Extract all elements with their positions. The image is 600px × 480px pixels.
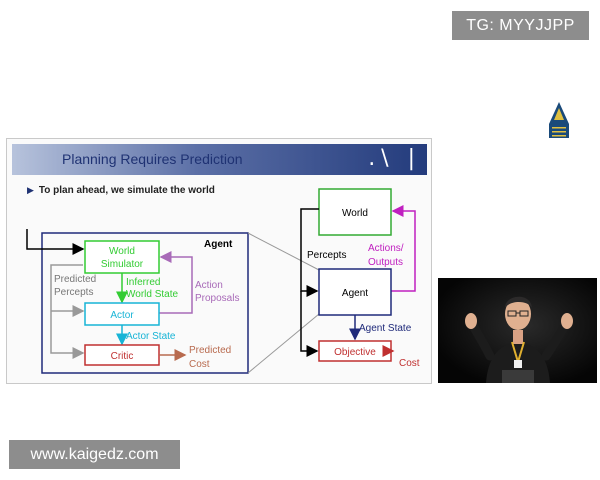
world-simulator-label-1: World <box>109 246 135 257</box>
percepts-arrow <box>300 208 319 297</box>
predicted-percepts-label-2: Percepts <box>54 287 93 298</box>
world-label: World <box>342 208 368 219</box>
actions-outputs-label-1: Actions/ <box>368 243 404 254</box>
zoom-connector-top <box>247 232 320 271</box>
bullet-text: To plan ahead, we simulate the world <box>38 185 215 196</box>
slide-diagram: Agent World Simulator Predicted Percepts… <box>26 188 420 374</box>
world-simulator-label-2: Simulator <box>101 259 144 270</box>
agent-label: Agent <box>342 288 368 299</box>
speaker-video <box>438 278 597 383</box>
pyramid-logo-icon <box>549 102 569 138</box>
agent-container <box>41 232 249 374</box>
zoom-connector-bottom <box>247 313 320 374</box>
actor-state-label: Actor State <box>126 331 176 342</box>
action-proposals-label-1: Action <box>195 280 223 291</box>
agent-container-label: Agent <box>204 239 233 250</box>
predicted-cost-label-2: Cost <box>189 359 210 370</box>
percepts-label: Percepts <box>307 250 346 261</box>
actions-outputs-arrow <box>391 205 416 292</box>
cost-label: Cost <box>399 358 420 369</box>
predicted-percepts-label-1: Predicted <box>54 274 96 285</box>
bullet-triangle-icon: ▶ <box>27 185 34 195</box>
presentation-slide: Planning Requires Prediction .\ | ▶ To pl… <box>6 138 432 384</box>
critic-label: Critic <box>111 351 134 362</box>
predicted-cost-label-1: Predicted <box>189 345 231 356</box>
tg-badge: TG: MYYJJPP <box>452 11 589 40</box>
agent-box <box>318 268 392 316</box>
actions-outputs-label-2: Outputs <box>368 257 403 268</box>
slide-bullet: ▶ To plan ahead, we simulate the world <box>27 185 215 196</box>
action-proposals-label-2: Proposals <box>195 293 239 304</box>
input-arrow <box>26 229 85 255</box>
inferred-world-state-label-1: Inferred <box>126 277 160 288</box>
slide-header: Planning Requires Prediction .\ | <box>12 144 427 175</box>
action-proposals-loop <box>159 251 193 314</box>
objective-label: Objective <box>334 347 376 358</box>
slide-title: Planning Requires Prediction <box>62 151 243 167</box>
agent-state-label: Agent State <box>359 323 412 334</box>
actor-label: Actor <box>110 310 134 321</box>
speaker-video-frame <box>438 278 597 383</box>
percepts-to-objective-arrow <box>300 291 319 357</box>
site-watermark: www.kaigedz.com <box>9 440 180 469</box>
inferred-world-state-label-2: World State <box>126 289 178 300</box>
world-simulator-box <box>84 240 160 274</box>
slide-logo-mark: .\ | <box>368 146 421 171</box>
gray-feedback-line <box>50 264 85 359</box>
world-box <box>318 188 392 236</box>
